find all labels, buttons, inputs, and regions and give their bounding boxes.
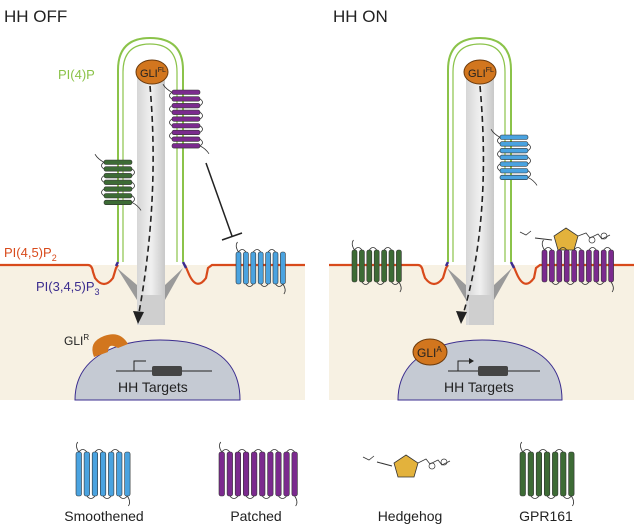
plasma-membrane-on-left	[329, 263, 449, 286]
targets-label-on: HH Targets	[444, 379, 514, 395]
plasma-membrane-off	[0, 263, 119, 286]
smoothened-in-cilium-on	[490, 129, 538, 186]
cilium-membrane-on	[447, 36, 512, 262]
gene-box-off	[152, 366, 182, 376]
gli-transport-arrow-on	[461, 85, 485, 319]
legend: Smoothened Patched Hedgehog GPR161	[64, 441, 575, 524]
gli-fl-on	[463, 59, 497, 85]
gli-r-shape	[92, 334, 128, 357]
gli-a-label: GLIA	[417, 345, 442, 360]
legend-patched-receptor	[218, 441, 298, 507]
legend-label-patched: Patched	[230, 508, 281, 524]
axoneme-off	[137, 70, 165, 325]
panel-title-on: HH ON	[333, 7, 388, 26]
targets-label-off: HH Targets	[118, 379, 188, 395]
axoneme-on	[466, 70, 494, 325]
panel-hh-off: HH OFF GLIFL PI(4)P PI(4,5)P2	[0, 7, 305, 401]
inhibition-bar	[221, 232, 243, 241]
label-pi345p3: PI(3,4,5)P3	[36, 279, 100, 297]
cilium-membrane-on-inner	[452, 43, 506, 262]
gene-box-on	[478, 366, 508, 376]
gli-fl-on-label: GLIFL	[468, 67, 494, 80]
legend-gpr161-icon	[519, 441, 575, 507]
base-membrane-on-left	[444, 261, 450, 267]
legend-patched-icon	[218, 441, 298, 507]
hedgehog-ligand-on	[519, 227, 611, 251]
base-membrane-off-left	[114, 261, 120, 267]
basal-body-off	[140, 295, 162, 325]
plasma-membrane-on-right	[511, 263, 634, 285]
gpr161-in-membrane-on	[351, 239, 402, 293]
patched-in-cilium-off	[162, 84, 210, 155]
legend-hedgehog-icon	[362, 454, 451, 478]
gli-fl-off-label: GLIFL	[140, 67, 166, 80]
label-pi4p: PI(4)P	[58, 67, 95, 82]
smoothened-in-membrane-off	[235, 241, 286, 295]
panel-title-off: HH OFF	[4, 7, 67, 26]
label-pi45p2: PI(4,5)P2	[4, 245, 57, 263]
patched-in-membrane-on	[541, 239, 614, 293]
transition-zone-off	[117, 268, 183, 300]
promoter-on	[457, 360, 470, 371]
gli-a-shape	[412, 338, 448, 366]
promoter-arrow-on	[469, 358, 474, 364]
cilium-membrane-off	[117, 36, 184, 262]
plasma-membrane-off-right	[183, 263, 305, 285]
base-membrane-on-right	[509, 261, 516, 269]
arrowhead-off	[133, 311, 144, 324]
gli-fl-off	[135, 59, 169, 85]
arrowhead-on	[456, 311, 467, 324]
legend-smoothened-icon	[75, 441, 131, 507]
inhibition-line	[205, 162, 233, 237]
promoter-off	[133, 360, 146, 371]
legend-label-smoothened: Smoothened	[64, 508, 143, 524]
gli-transport-arrow-off	[137, 85, 154, 319]
legend-smoothened-receptor	[75, 441, 131, 507]
cilium-membrane-off-inner	[122, 43, 178, 262]
panel-hh-on: HH ON GLIFL GLIA HH Targets	[329, 7, 634, 401]
cytoplasm-on	[329, 265, 634, 400]
receptor-layer	[94, 84, 614, 295]
legend-label-hedgehog: Hedgehog	[378, 508, 443, 524]
legend-gpr161-receptor	[519, 441, 575, 507]
legend-label-gpr161: GPR161	[519, 508, 573, 524]
gpr161-in-cilium-off	[94, 154, 142, 211]
base-membrane-off-right	[181, 261, 188, 269]
basal-body-on	[469, 295, 491, 325]
gli-r-label: GLIR	[64, 333, 89, 348]
transition-zone-on	[447, 268, 512, 300]
